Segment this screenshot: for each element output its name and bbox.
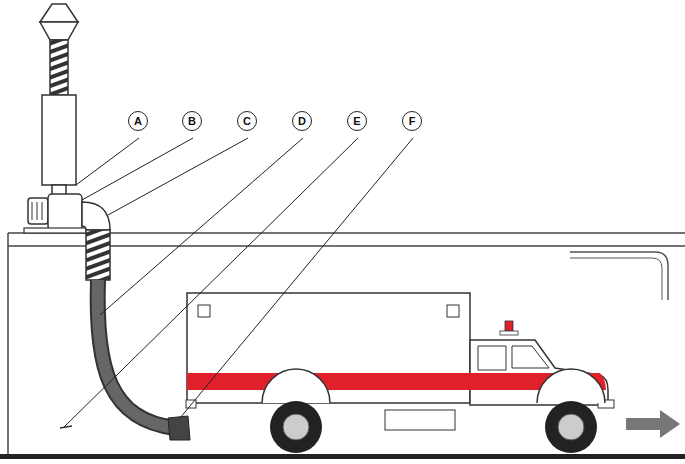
callout-letter: D — [292, 111, 312, 131]
callout-letter: E — [347, 111, 367, 131]
callout-letter: F — [402, 111, 422, 131]
callout-letter: A — [128, 111, 148, 131]
callout-letter: C — [237, 111, 257, 131]
callout-letter: B — [182, 111, 202, 131]
